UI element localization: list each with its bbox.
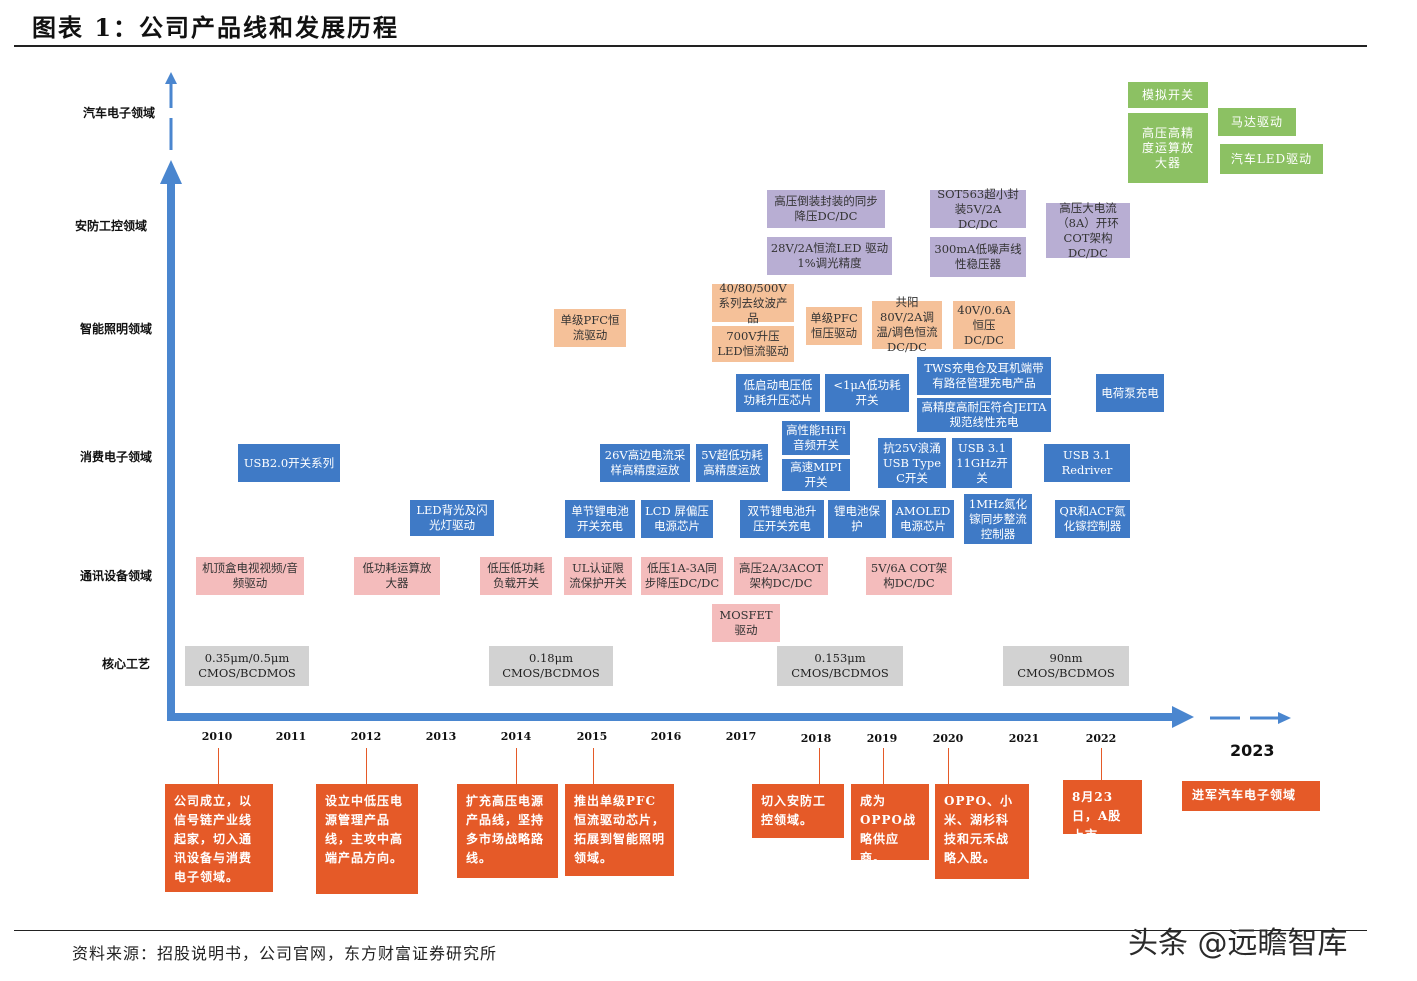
milestone-2018: 切入安防工控领域。 <box>752 784 844 838</box>
milestone-2014: 扩充高压电源产品线，坚持多市场战略路线。 <box>457 784 558 878</box>
product-hifi-switch: 高性能HiFi音频开关 <box>782 421 850 455</box>
product-auto-led: 汽车LED驱动 <box>1220 144 1323 174</box>
milestone-2023: 进军汽车电子领域 <box>1182 781 1320 811</box>
product-sot563: SOT563超小封装5V/2A DC/DC <box>930 187 1026 231</box>
year-2016: 2016 <box>650 730 682 743</box>
y-axis-dash-arrow <box>165 72 177 84</box>
product-single-li-charge: 单节锂电池开关充电 <box>565 500 635 538</box>
product-low-power-opamp: 低功耗运算放大器 <box>354 557 440 595</box>
milestone-2012: 设立中低压电源管理产品线，主攻中高端产品方向。 <box>316 784 418 894</box>
milestone-2010: 公司成立，以信号链产业线起家，切入通讯设备与消费电子领域。 <box>165 784 273 892</box>
product-hv-cot: 高压大电流（8A）开环COT架构DC/DC <box>1046 201 1130 260</box>
year-2015: 2015 <box>576 730 608 743</box>
product-pfc-cc: 单级PFC恒流驱动 <box>554 309 626 347</box>
product-amoled: AMOLED电源芯片 <box>892 500 954 538</box>
x-axis-dash-arrow <box>1278 712 1291 724</box>
product-40v-06a: 40V/0.6A恒压DC/DC <box>953 301 1015 349</box>
y-axis-arrow <box>160 160 182 184</box>
year-2011: 2011 <box>275 730 307 743</box>
process-90nm: 90nm CMOS/BCDMOS <box>1003 646 1129 686</box>
process-018um: 0.18μm CMOS/BCDMOS <box>489 646 613 686</box>
year-2010: 2010 <box>201 730 233 743</box>
milestone-connector-2012 <box>366 748 367 784</box>
product-li-protect: 锂电池保护 <box>828 500 886 538</box>
product-1a3a-buck: 低压1A-3A同步降压DC/DC <box>641 557 723 595</box>
product-usb2-switch: USB2.0开关系列 <box>238 444 340 482</box>
row-label-security: 安防工控领域 <box>74 219 147 233</box>
product-qr-acf-gan: QR和ACF氮化镓控制器 <box>1055 500 1130 538</box>
product-charge-pump: 电荷泵充电 <box>1096 374 1164 412</box>
product-28v-led: 28V/2A恒流LED 驱动1%调光精度 <box>767 237 892 275</box>
process-0153um: 0.153μm CMOS/BCDMOS <box>777 646 903 686</box>
year-2014: 2014 <box>500 730 532 743</box>
product-mipi-switch: 高速MIPI开关 <box>782 459 850 491</box>
product-motor-driver: 马达驱动 <box>1218 108 1296 136</box>
product-300ma-ldo: 300mA低噪声线性稳压器 <box>930 237 1026 277</box>
product-tws-charge: TWS充电仓及耳机端带有路径管理充电产品 <box>917 357 1051 395</box>
row-label-consumer: 消费电子领域 <box>79 450 152 464</box>
product-5v-opamp: 5V超低功耗高精度运放 <box>696 444 768 482</box>
year-2018: 2018 <box>800 732 832 745</box>
year-2019: 2019 <box>866 732 898 745</box>
row-label-core: 核心工艺 <box>101 657 150 671</box>
product-pfc-cv: 单级PFC恒压驱动 <box>806 307 862 345</box>
milestone-2020: OPPO、小米、湖杉科技和元禾战略入股。 <box>935 784 1029 879</box>
product-hv-opamp: 高压高精度运算放大器 <box>1128 113 1208 183</box>
year-2012: 2012 <box>350 730 382 743</box>
row-label-lighting: 智能照明领域 <box>79 322 152 336</box>
product-led-backlight: LED背光及闪光灯驱动 <box>410 500 494 536</box>
year-2021: 2021 <box>1008 732 1040 745</box>
milestone-connector-2018 <box>819 748 820 784</box>
source-note: 资料来源：招股说明书，公司官网，东方财富证券研究所 <box>72 944 498 963</box>
product-low-power-load-switch: 低压低功耗负载开关 <box>480 557 552 595</box>
title-rule <box>14 45 1367 47</box>
footer-rule <box>14 930 1367 931</box>
product-usb31-11g: USB 3.1 11GHz开关 <box>952 438 1012 488</box>
product-dual-li-charge: 双节锂电池升压开关充电 <box>740 500 824 538</box>
product-stb-video: 机顶盒电视视频/音频驱动 <box>196 557 304 595</box>
product-ul-switch: UL认证限流保护开关 <box>564 557 632 595</box>
year-2017: 2017 <box>725 730 757 743</box>
milestone-connector-2020 <box>948 748 949 784</box>
row-label-comm: 通讯设备领域 <box>79 569 152 583</box>
process-035um: 0.35μm/0.5μm CMOS/BCDMOS <box>185 646 309 686</box>
milestone-connector-2015 <box>593 748 594 784</box>
row-label-auto: 汽车电子领域 <box>82 106 155 120</box>
product-1ua-switch: <1μA低功耗开关 <box>825 374 909 412</box>
product-mosfet-driver: MOSFET驱动 <box>712 604 780 642</box>
milestone-connector-2019 <box>883 748 884 784</box>
milestone-connector-2010 <box>218 748 219 784</box>
year-2023: 2023 <box>1230 741 1275 760</box>
milestone-2022: 8月23日，A股上市。 <box>1063 780 1142 842</box>
year-2020: 2020 <box>932 732 964 745</box>
product-usb31-redriver: USB 3.1 Redriver <box>1044 444 1130 482</box>
watermark: 头条 @远瞻智库 <box>1128 926 1348 961</box>
product-1mhz-gan: 1MHz氮化镓同步整流控制器 <box>964 494 1032 544</box>
product-5v6a-cot: 5V/6A COT架构DC/DC <box>866 557 952 595</box>
milestone-connector-2022 <box>1101 748 1102 780</box>
product-jeita-charge: 高精度高耐压符合JEITA规范线性充电 <box>917 398 1051 432</box>
product-analog-switch: 模拟开关 <box>1128 82 1208 108</box>
product-80v-2a: 共阳80V/2A调温/调色恒流DC/DC <box>872 295 942 354</box>
milestone-2019: 成为OPPO战略供应商。 <box>851 784 929 865</box>
product-25v-usbc: 抗25V浪涌USB Type C开关 <box>878 438 946 488</box>
product-700v-boost: 700V升压LED恒流驱动 <box>712 326 794 362</box>
milestone-2015: 推出单级PFC恒流驱动芯片，拓展到智能照明领域。 <box>565 784 674 876</box>
milestone-connector-2014 <box>516 748 517 784</box>
page-title: 图表 1：公司产品线和发展历程 <box>32 13 400 42</box>
product-low-start-boost: 低启动电压低功耗升压芯片 <box>736 374 820 412</box>
product-lcd-bias: LCD 屏偏压电源芯片 <box>641 500 713 538</box>
year-2022: 2022 <box>1085 732 1117 745</box>
year-2013: 2013 <box>425 730 457 743</box>
product-flipchip-dcdc: 高压倒装封装的同步降压DC/DC <box>767 190 885 228</box>
product-40-80-500v: 40/80/500V系列去纹波产品 <box>712 281 794 325</box>
x-axis-arrow <box>1172 706 1194 728</box>
product-26v-opamp: 26V高边电流采样高精度运放 <box>600 444 690 482</box>
product-2a3a-cot: 高压2A/3ACOT架构DC/DC <box>734 557 828 595</box>
